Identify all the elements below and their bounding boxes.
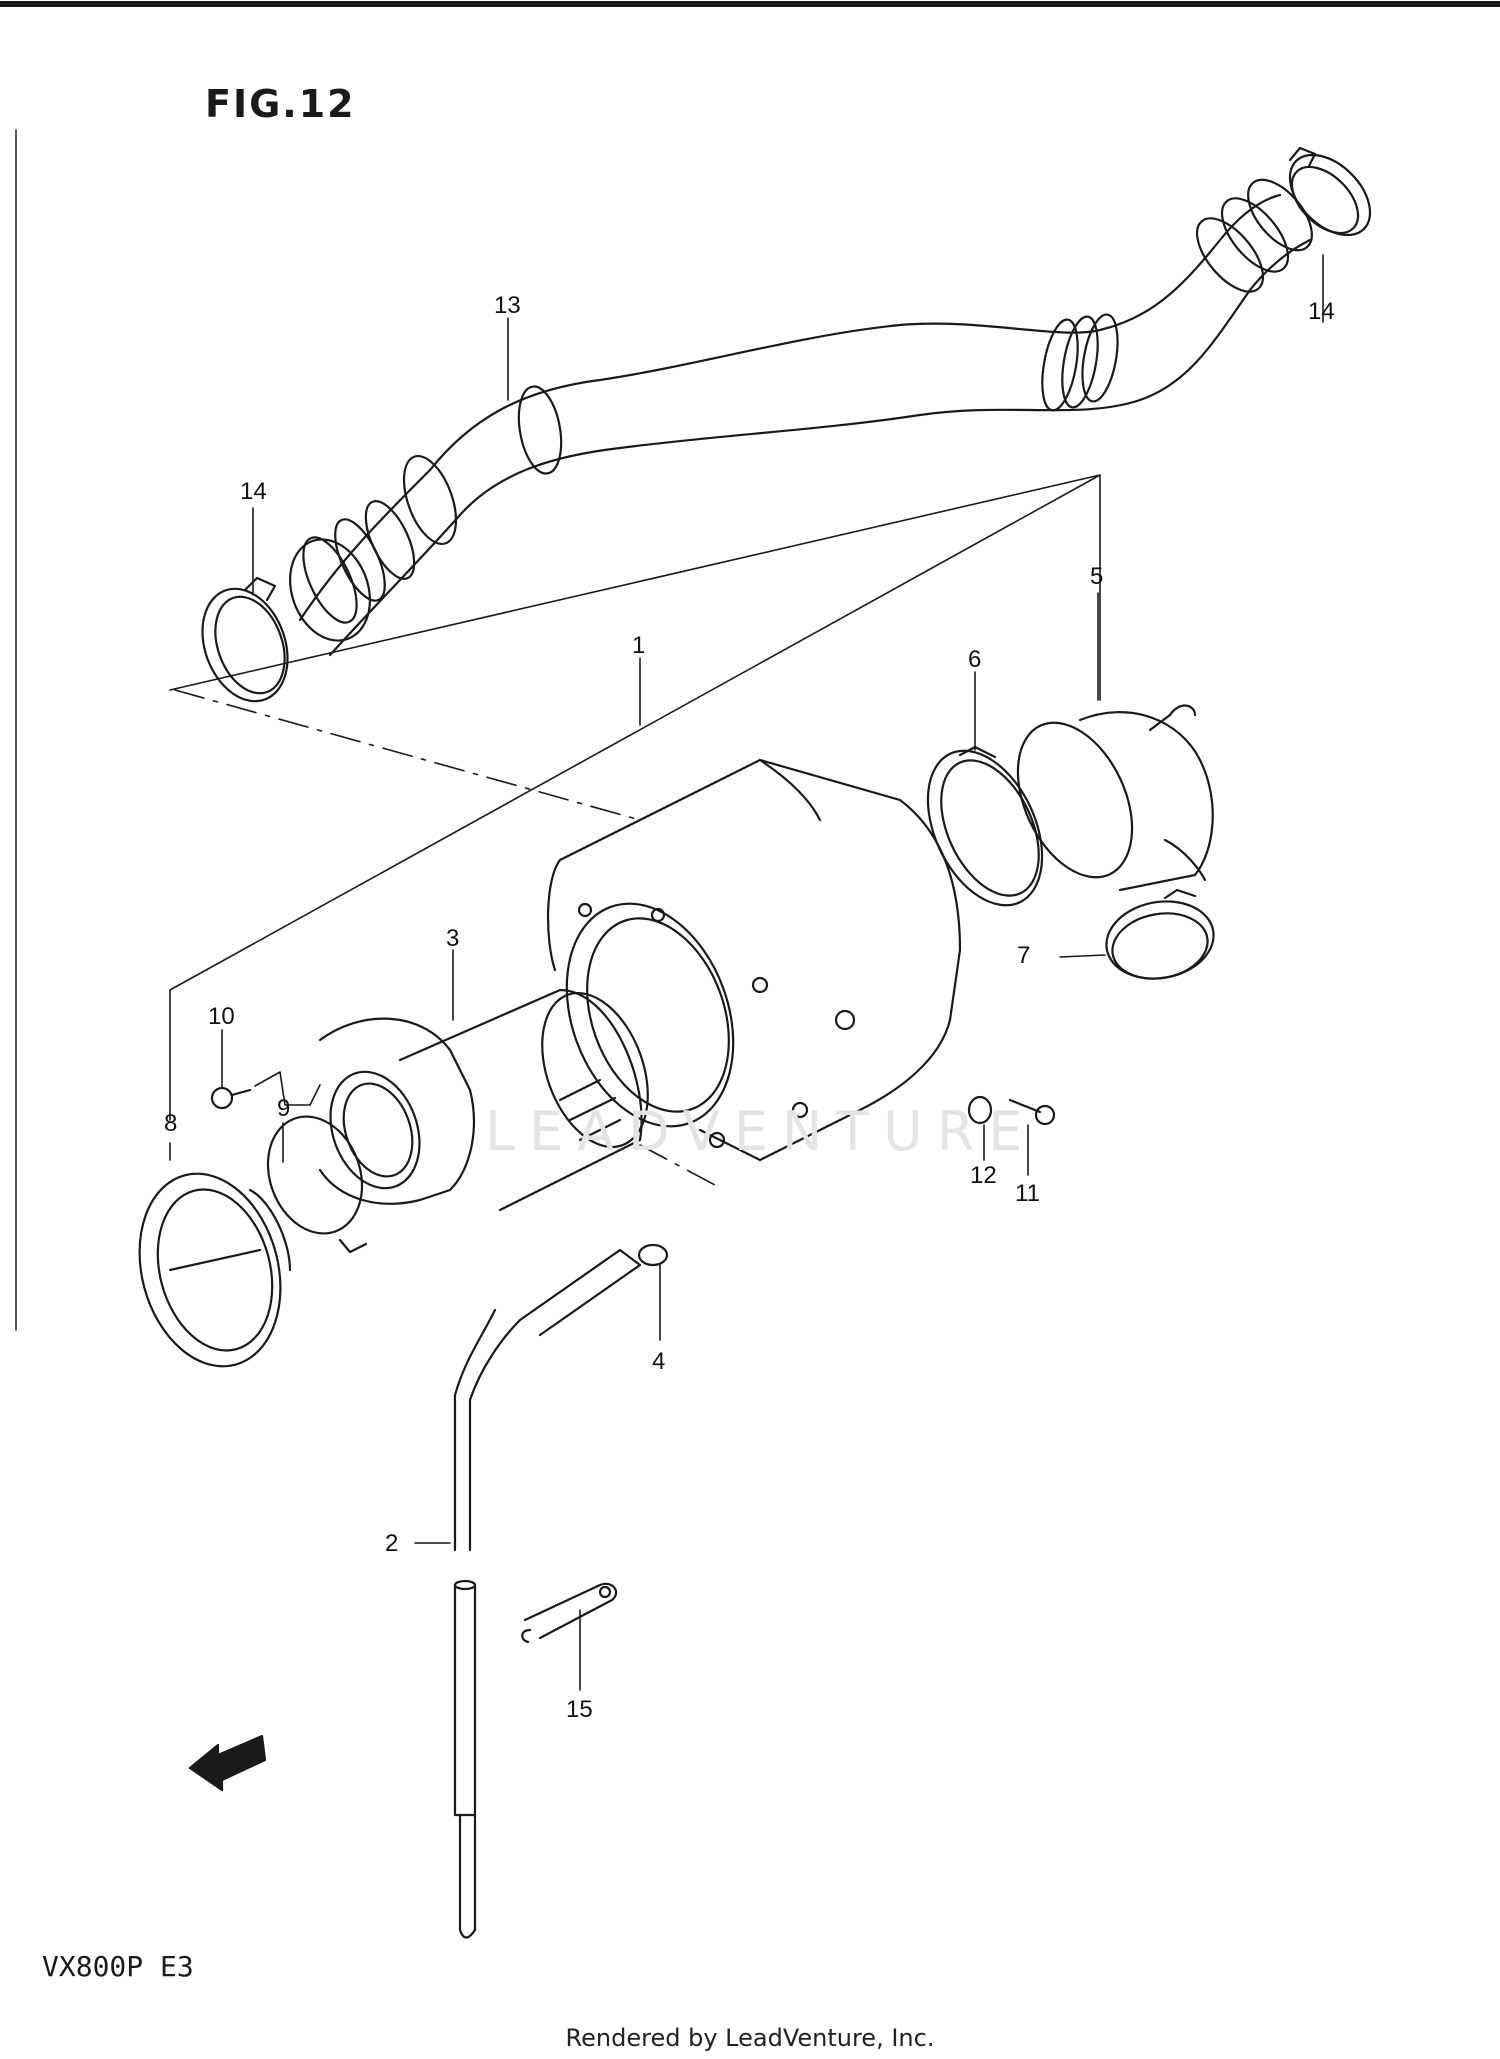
callout-13: 13 <box>494 292 521 319</box>
callout-3: 3 <box>446 925 460 952</box>
assembly-bracket-top <box>169 474 1101 691</box>
elbow-duct-5 <box>1016 704 1214 892</box>
air-cleaner-case-1 <box>546 758 962 1162</box>
drain-hose-2 <box>453 1248 642 1939</box>
callout-2: 2 <box>385 1530 399 1557</box>
grommet-12 <box>967 1095 993 1125</box>
callout-7: 7 <box>1017 942 1031 969</box>
clamp-6 <box>926 745 1044 907</box>
callout-9: 9 <box>277 1095 291 1122</box>
callout-1: 1 <box>632 632 646 659</box>
callout-8: 8 <box>164 1110 178 1137</box>
hose-clamp-14-left <box>201 538 371 703</box>
intake-hose-13 <box>298 178 1313 657</box>
inlet-cap-8 <box>138 1172 292 1368</box>
callout-4: 4 <box>652 1348 666 1375</box>
alignment-lines <box>174 689 716 1186</box>
clip-15 <box>521 1582 618 1644</box>
assembly-bracket-1 <box>169 474 1101 1121</box>
fwd-arrow-icon <box>188 1734 267 1792</box>
screw-10 <box>210 1071 321 1110</box>
hose-clamp-14-right <box>1288 146 1372 237</box>
leader-lines <box>169 254 1324 1691</box>
callout-12: 12 <box>970 1162 997 1189</box>
figure-title: FIG.12 <box>205 82 356 126</box>
callout-6: 6 <box>968 646 982 673</box>
clamp-7 <box>1105 888 1215 980</box>
clip-4 <box>637 1243 669 1267</box>
callout-14-left: 14 <box>240 478 267 505</box>
callout-5: 5 <box>1090 563 1104 590</box>
model-code: VX800P E3 <box>42 1950 194 1983</box>
callout-10: 10 <box>208 1003 235 1030</box>
footer-credit: Rendered by LeadVenture, Inc. <box>565 2024 935 2052</box>
callout-14-right: 14 <box>1308 298 1335 325</box>
callout-11: 11 <box>1015 1180 1040 1207</box>
bolt-11 <box>1008 1098 1056 1126</box>
inlet-clamp-9 <box>266 1115 368 1254</box>
callout-15: 15 <box>566 1696 593 1723</box>
filter-element-3 <box>318 988 649 1212</box>
watermark: LEADVENTURE <box>485 1100 1037 1163</box>
